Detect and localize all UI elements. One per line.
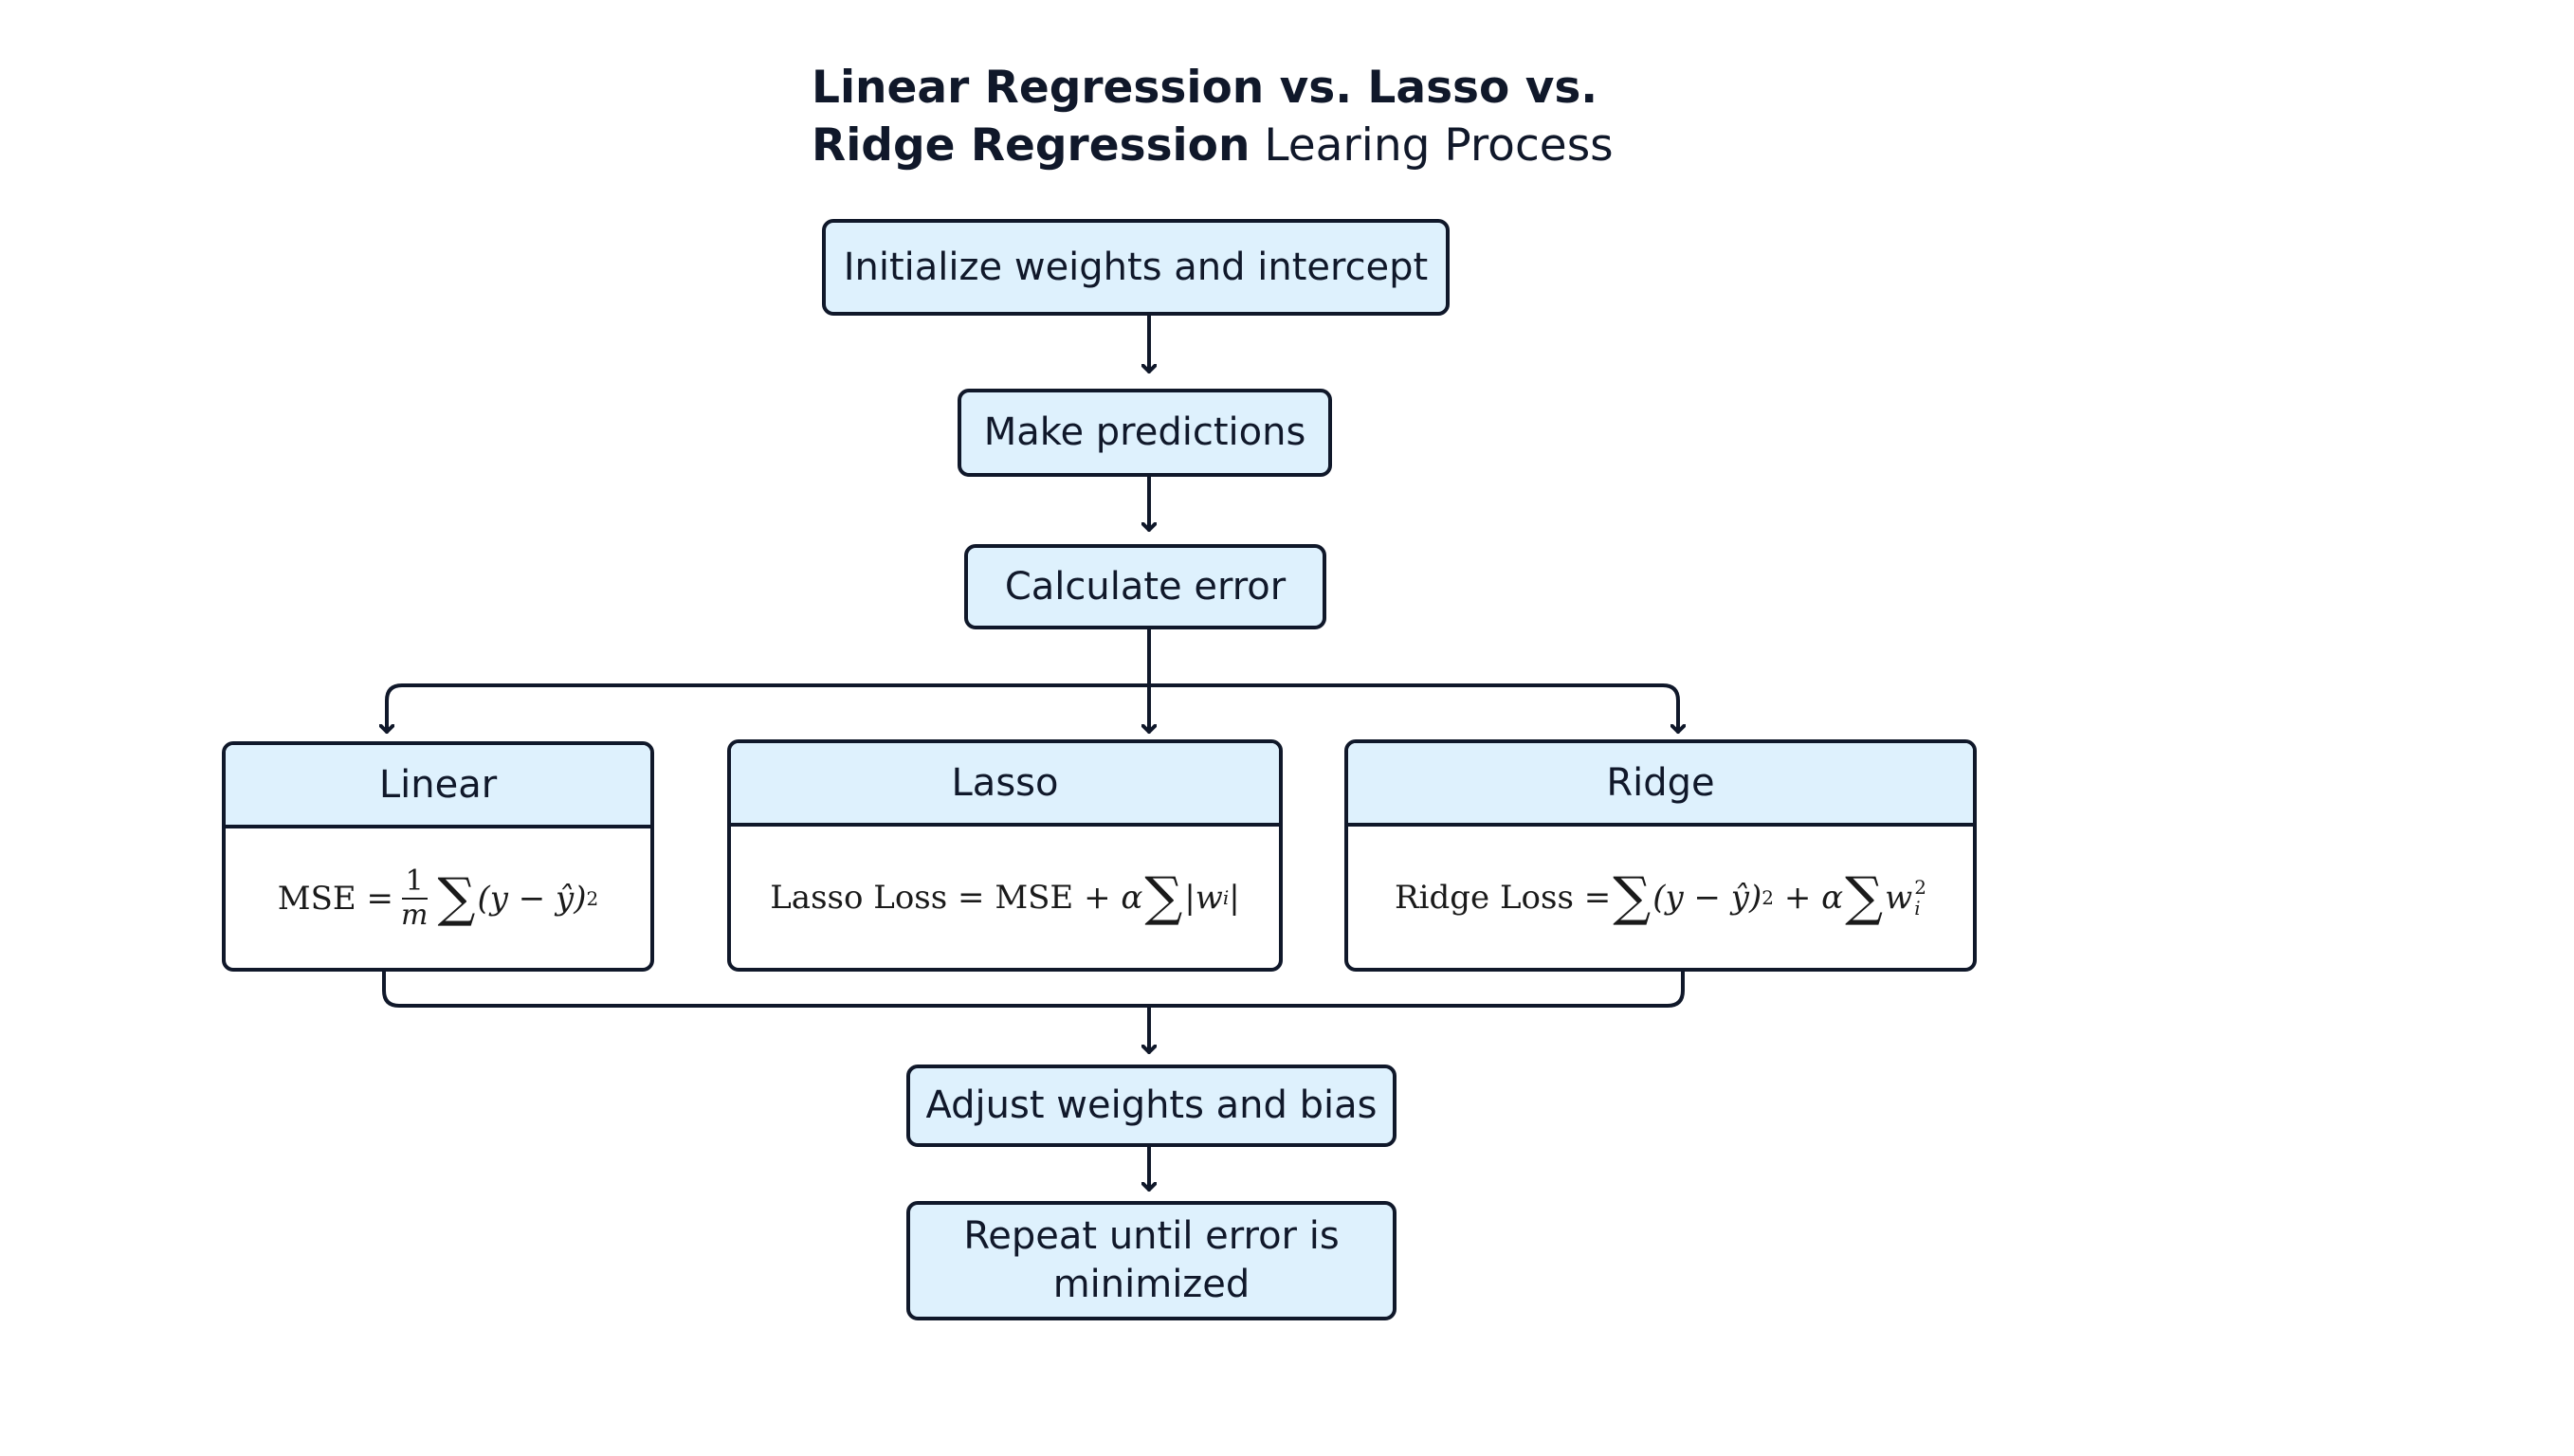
title-line-2: Ridge Regression Learing Process xyxy=(812,119,1614,172)
calculate-error-step: Calculate error xyxy=(964,544,1326,629)
repeat-label: Repeat until error is minimized xyxy=(963,1214,1340,1306)
title-line-1: Linear Regression vs. Lasso vs. xyxy=(812,62,1598,114)
lasso-header: Lasso xyxy=(731,743,1279,827)
adjust-label: Adjust weights and bias xyxy=(925,1083,1378,1127)
branch-to-linear xyxy=(387,683,1151,734)
sum-symbol: ∑ xyxy=(437,866,476,929)
sum-symbol: ∑ xyxy=(1144,865,1183,928)
linear-formula: MSE = 1 m ∑(y − ŷ)2 xyxy=(277,864,599,932)
error-label: Calculate error xyxy=(1004,564,1287,609)
sum-symbol-2: ∑ xyxy=(1845,865,1884,928)
merge-connector xyxy=(382,970,1685,1008)
linear-header: Linear xyxy=(226,745,650,828)
make-predictions-step: Make predictions xyxy=(958,389,1332,477)
initialize-weights-step: Initialize weights and intercept xyxy=(822,219,1450,316)
ridge-header: Ridge xyxy=(1348,743,1973,827)
linear-model-card: Linear MSE = 1 m ∑(y − ŷ)2 xyxy=(222,741,654,972)
diagram-title: Linear Regression vs. Lasso vs. Ridge Re… xyxy=(812,59,1614,174)
predict-label: Make predictions xyxy=(983,410,1306,454)
branch-to-ridge xyxy=(1147,683,1678,734)
initialize-label: Initialize weights and intercept xyxy=(843,245,1429,289)
repeat-step: Repeat until error is minimized xyxy=(906,1201,1397,1320)
adjust-weights-step: Adjust weights and bias xyxy=(906,1065,1397,1147)
fraction: 1 m xyxy=(401,864,429,932)
sum-symbol: ∑ xyxy=(1613,865,1652,928)
